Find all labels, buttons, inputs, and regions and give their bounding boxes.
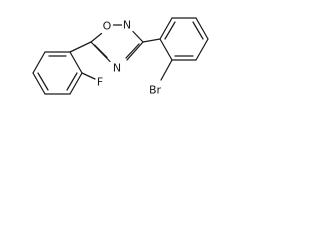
nitrogen-top-atom-label: N [123,19,131,32]
fluorophenyl-bond-5 [69,72,83,95]
bromophenyl-bond-3 [195,17,209,40]
nitrogen-bottom-atom-label: N [113,62,121,75]
oxadiazole-ring [90,24,144,63]
fluorophenyl-bond-6 [69,51,83,74]
fluorophenyl-bond-2 [32,51,46,74]
bond-c5-o1 [90,32,103,43]
bromophenyl-bond-6 [159,38,173,61]
bond-n4-c5-double [93,44,108,59]
bromophenyl-bond-4 [195,38,209,61]
oxygen-atom-label: O [103,20,112,33]
oxadiazole-molecule-structure: O N N F Br [32,17,209,97]
fluorophenyl-ring [32,51,96,95]
bond-c5-fluorophenyl [69,41,92,53]
bond-to-bromine [160,59,173,81]
bromophenyl-bond-3-double [192,21,204,40]
fluorophenyl-bond-5-double [66,72,78,91]
bond-c3-bromophenyl [142,38,161,43]
fluorophenyl-bond-3-double [37,72,49,91]
bond-c3-n4-double [125,43,140,59]
fluorophenyl-bond-3 [32,72,46,95]
bromine-atom-label: Br [149,84,162,97]
fluorine-atom-label: F [97,76,103,89]
bond-c3-n4 [126,41,144,61]
bond-to-fluorine [81,72,96,80]
bromophenyl-bond-1-double [164,21,176,40]
bromophenyl-ring [159,17,209,81]
bond-n2-c3 [132,30,144,43]
bromophenyl-bond-1 [159,17,173,40]
